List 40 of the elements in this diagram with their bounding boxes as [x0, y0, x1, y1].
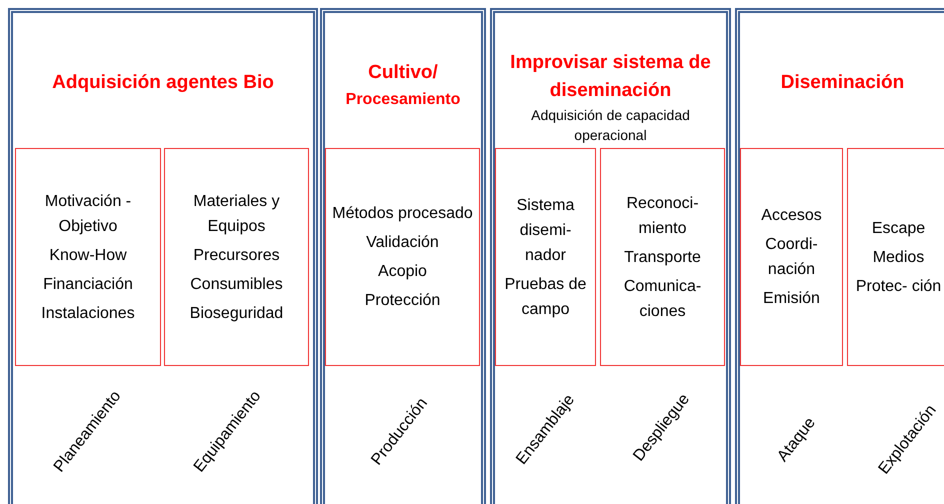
phase-panel — [735, 8, 944, 504]
phase-panel — [8, 8, 318, 504]
phase-heading: Improvisar sistema de diseminación — [509, 51, 712, 103]
task-box — [740, 148, 843, 366]
phase-heading: Diseminación — [780, 71, 904, 95]
phase-panel — [320, 8, 486, 504]
task-item: Medios — [872, 248, 924, 268]
task-item: Protección — [364, 291, 440, 311]
task-box — [15, 148, 161, 366]
task-item: Instalaciones — [41, 304, 135, 324]
task-item: Escape — [872, 218, 926, 238]
phase-panel — [490, 8, 731, 504]
task-item: Accesos — [761, 206, 822, 226]
task-item: Acopio — [378, 262, 427, 282]
task-item: Motivación - Objetivo — [44, 192, 132, 236]
phase-heading: Cultivo/ — [368, 61, 438, 85]
task-box — [325, 148, 480, 366]
task-item: Sistema disemi- nador — [516, 196, 576, 266]
task-item: Materiales y Equipos — [192, 192, 281, 236]
task-item: Pruebas de campo — [504, 274, 588, 320]
task-box — [495, 148, 596, 366]
task-item: Emisión — [763, 289, 820, 309]
task-box — [600, 148, 725, 366]
task-item: Métodos procesado — [332, 204, 473, 224]
task-item: Coordi- nación — [764, 235, 819, 280]
task-item: Precursores — [193, 246, 280, 266]
task-item: Financiación — [43, 274, 133, 294]
task-item: Transporte — [624, 248, 701, 268]
task-item: Protec- ción — [856, 276, 942, 296]
phase-heading: Adquisición agentes Bio — [52, 71, 274, 95]
task-item: Validación — [366, 233, 439, 253]
task-item: Comunica- ciones — [622, 276, 702, 322]
phase-subtitle: Adquisición de capacidad operacional — [530, 106, 691, 145]
task-box — [164, 148, 309, 366]
task-item: Reconoci- miento — [625, 194, 700, 238]
task-item: Know-How — [49, 246, 127, 266]
task-box — [847, 148, 944, 366]
task-item: Bioseguridad — [190, 304, 284, 324]
phase-heading: Procesamiento — [346, 90, 460, 110]
task-item: Consumibles — [190, 274, 283, 294]
